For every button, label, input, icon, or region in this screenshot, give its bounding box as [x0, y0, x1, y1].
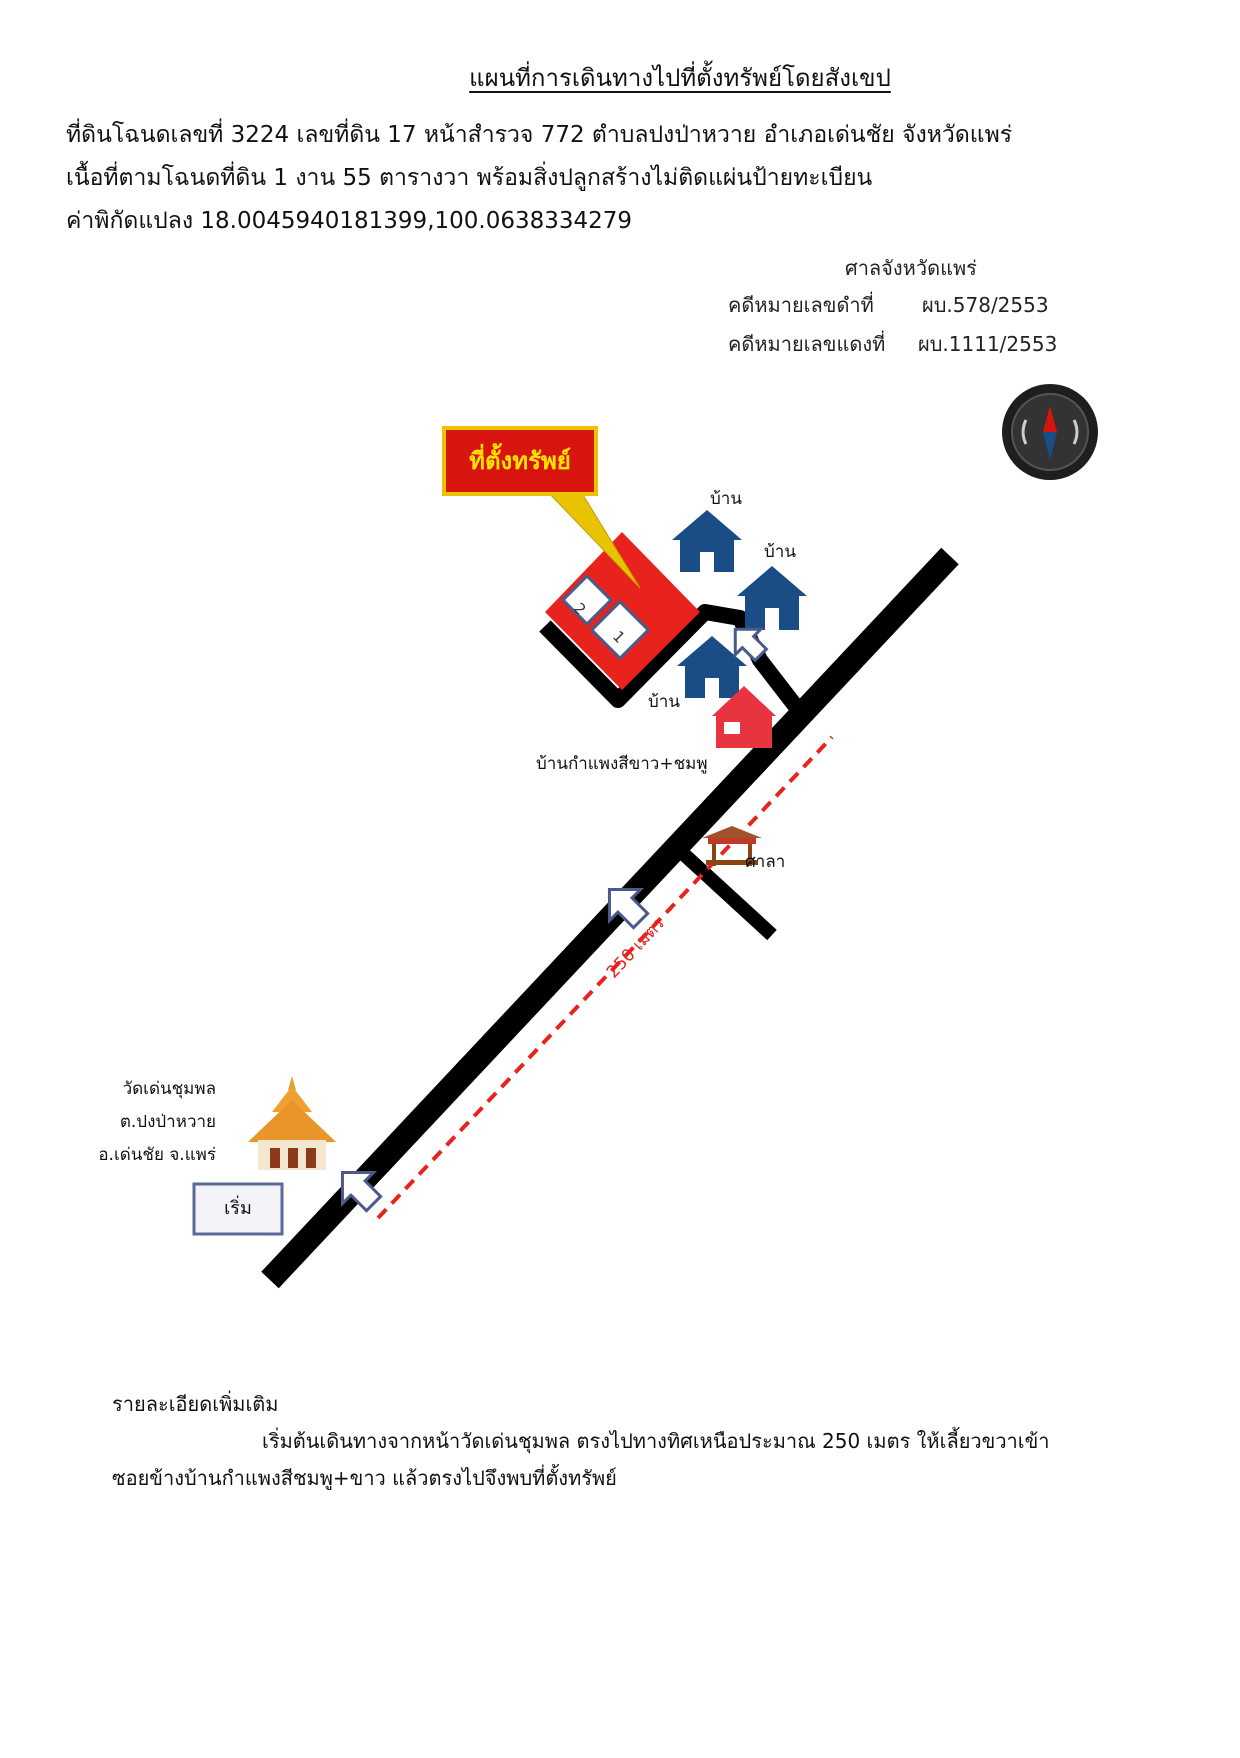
details-heading: รายละเอียดเพิ่มเติม: [112, 1392, 279, 1416]
sala-side-road: [671, 841, 777, 941]
pink-house-label: บ้านกำแพงสีขาว+ชมพู: [536, 754, 708, 774]
red-case-label: คดีหมายเลขแดงที่: [728, 332, 886, 356]
property-soi: [539, 604, 804, 713]
pink-house-icon: [712, 686, 776, 748]
details-line-2: ซอยข้างบ้านกำแพงสีชมพู+ขาว แล้วตรงไปจึงพ…: [112, 1466, 617, 1490]
sala-icon: [702, 826, 762, 866]
temple-district: อ.เด่นชัย จ.แพร่: [98, 1145, 216, 1165]
property-callout-box: [442, 426, 598, 496]
black-case-number: ผบ.578/2553: [922, 293, 1049, 317]
property-label: ที่ตั้งทรัพย์: [469, 447, 571, 475]
black-case-label: คดีหมายเลขดำที่: [728, 293, 874, 317]
court-name: ศาลจังหวัดแพร่: [845, 256, 977, 280]
house-label: บ้าน: [648, 692, 680, 712]
title-deed-line: ที่ดินโฉนดเลขที่ 3224 เลขที่ดิน 17 หน้าส…: [66, 122, 1013, 148]
house-icon: [737, 566, 807, 630]
details-line-1: เริ่มต้นเดินทางจากหน้าวัดเด่นชุมพล ตรงไป…: [262, 1429, 1050, 1453]
house-label: บ้าน: [710, 489, 742, 509]
compass-icon: [1002, 384, 1098, 480]
start-label: เริ่ม: [224, 1198, 252, 1219]
coordinates-line: ค่าพิกัดแปลง 18.0045940181399,100.063833…: [66, 208, 633, 234]
temple-name: วัดเด่นชุมพล: [122, 1079, 216, 1099]
plot-1: [589, 599, 651, 661]
map-title: แผนที่การเดินทางไปที่ตั้งทรัพย์โดยสังเขป: [469, 64, 891, 92]
distance-line: [376, 735, 834, 1220]
direction-arrow-icon: [340, 1170, 383, 1213]
sala-label: ศาลา: [745, 852, 786, 872]
temple-icon: [248, 1076, 336, 1170]
temple-subdistrict: ต.ปงป่าหวาย: [119, 1112, 216, 1132]
direction-arrow-icon: [607, 887, 650, 930]
start-box: [192, 1182, 284, 1236]
area-line: เนื้อที่ตามโฉนดที่ดิน 1 งาน 55 ตารางวา พ…: [66, 165, 873, 191]
house-label: บ้าน: [764, 542, 796, 562]
plot-2: [560, 573, 614, 627]
house-icon: [672, 510, 742, 572]
direction-arrow-icon: [733, 627, 769, 663]
house-icon: [677, 636, 747, 698]
red-case-number: ผบ.1111/2553: [918, 332, 1058, 356]
